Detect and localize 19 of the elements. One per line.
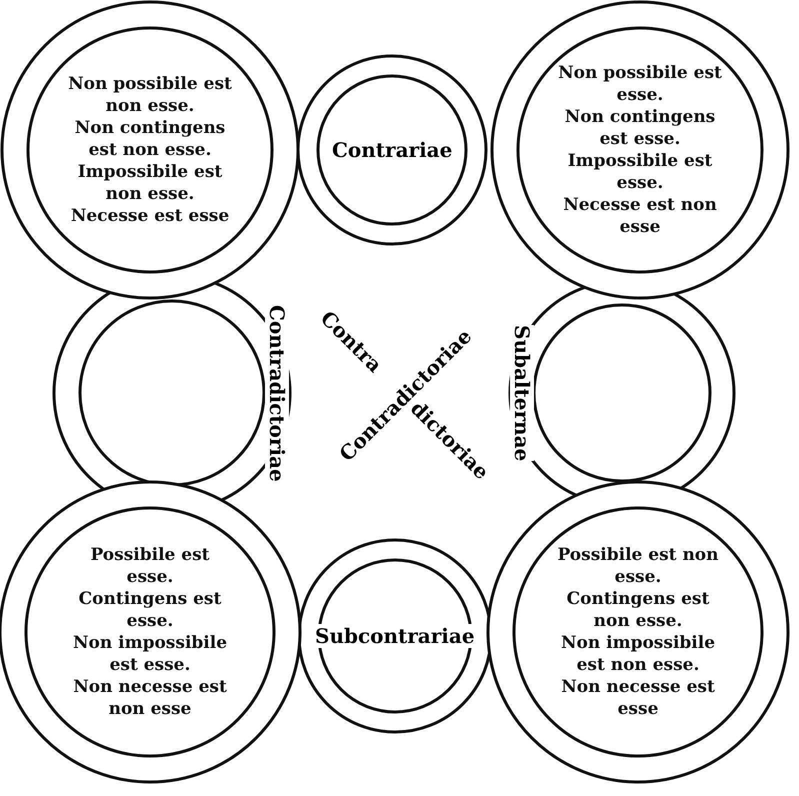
proposition-text: Impossibile est non esse. [76, 161, 224, 205]
proposition-text: Possibile est non esse. [556, 544, 720, 588]
relation-label: Subalternae [510, 325, 534, 462]
proposition-text: Non possibile est non esse. [67, 73, 233, 117]
proposition-text: Non impossibile est esse. [72, 632, 228, 676]
proposition-text: Non necesse est non esse [72, 676, 228, 720]
proposition-text: Non impossibile est non esse. [560, 632, 716, 676]
proposition-text: Necesse est esse [70, 205, 230, 227]
proposition-text: Non contingens est esse. [564, 106, 716, 150]
proposition-text: Possibile est esse. [89, 544, 211, 588]
proposition-text: Non contingens est non esse. [74, 117, 226, 161]
proposition-text: Necesse est non esse [562, 194, 718, 238]
relation-label: Contradictoriae [265, 304, 289, 482]
proposition-text: Non possibile est esse. [557, 62, 723, 106]
proposition-text: Impossibile est esse. [566, 150, 714, 194]
proposition-text: Non necesse est esse [560, 676, 716, 720]
proposition-text: Contingens est esse. [78, 588, 222, 632]
proposition-text: Contingens est non esse. [566, 588, 710, 632]
relation-label: Subcontrariae [315, 624, 475, 648]
